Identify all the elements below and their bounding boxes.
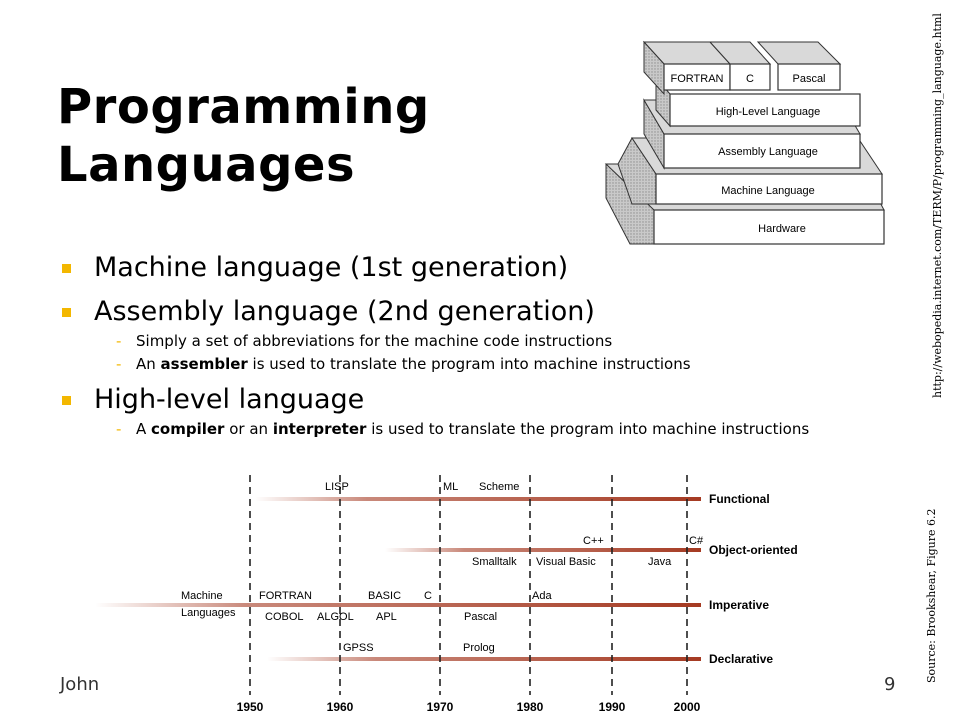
term-compiler: compiler: [151, 420, 225, 438]
block-fortran: [663, 63, 731, 91]
title-line-2: Languages: [57, 137, 356, 193]
block-c: [729, 63, 771, 91]
dash-marker: -: [116, 420, 122, 438]
bullet-machine-language: Machine language (1st generation): [60, 250, 900, 286]
layer-assembly-language: [663, 133, 861, 169]
lang-cobol: COBOL: [265, 611, 304, 623]
lang-pascal: Pascal: [464, 611, 497, 623]
lang-c: C: [424, 590, 432, 602]
language-layer-pyramid: Hardware Machine Language Assembly Langu…: [604, 40, 885, 245]
sub-bullet-compiler: -A compiler or an interpreter is used to…: [60, 418, 900, 441]
year-label-1990: 1990: [599, 700, 626, 714]
track-bar-object-oriented: [385, 548, 701, 552]
sub-bullet-compiler-part-c: or an: [224, 420, 273, 438]
layer-machine-language: [655, 173, 883, 205]
lang-ml: ML: [443, 481, 458, 493]
lang-ada: Ada: [532, 590, 552, 602]
sub-bullet-compiler-part-e: is used to translate the program into ma…: [366, 420, 810, 438]
lang-scheme: Scheme: [479, 481, 519, 493]
block-pascal: [777, 63, 841, 91]
layer-machine-language-label: Machine Language: [721, 185, 815, 197]
lang-lisp: LISP: [325, 481, 349, 493]
layer-hardware-label: Hardware: [758, 223, 806, 235]
term-interpreter: interpreter: [272, 420, 367, 438]
bullet-assembly-language: Assembly language (2nd generation): [60, 294, 900, 330]
track-bar-declarative: [267, 657, 701, 661]
block-pascal-label: Pascal: [792, 73, 825, 85]
sub-bullet-abbreviations: -Simply a set of abbreviations for the m…: [60, 330, 900, 353]
block-c-label: C: [746, 73, 754, 85]
lang-java: Java: [648, 556, 672, 568]
bullet-list: Machine language (1st generation) Assemb…: [60, 250, 900, 441]
sub-bullet-abbreviations-text: Simply a set of abbreviations for the ma…: [136, 332, 613, 350]
sub-bullet-assembler-part-c: is used to translate the program into ma…: [247, 355, 691, 373]
lang-languages: Languages: [181, 607, 236, 619]
track-bar-functional: [255, 497, 701, 501]
footer-author: John: [60, 674, 100, 695]
sub-bullet-compiler-part-a: A: [136, 420, 152, 438]
sub-bullet-assembler: -An assembler is used to translate the p…: [60, 353, 900, 376]
lang-algol: ALGOL: [317, 611, 354, 623]
year-label-1950: 1950: [237, 700, 264, 714]
year-label-1980: 1980: [517, 700, 544, 714]
lang-cpp: C++: [583, 535, 604, 547]
layer-assembly-language-label: Assembly Language: [718, 146, 818, 158]
term-assembler: assembler: [160, 355, 248, 373]
track-label-imperative: Imperative: [709, 598, 769, 612]
lang-basic: BASIC: [368, 590, 401, 602]
lang-smalltalk: Smalltalk: [472, 556, 517, 568]
source-url: http://webopedia.internet.com/TERM/P/pro…: [931, 13, 944, 398]
lang-csharp: C#: [689, 535, 704, 547]
layer-hardware: [653, 209, 885, 245]
layer-high-level-language: [669, 93, 861, 127]
year-label-1970: 1970: [427, 700, 454, 714]
track-bar-imperative: [95, 603, 701, 607]
dash-marker: -: [116, 355, 122, 373]
block-fortran-label: FORTRAN: [671, 73, 724, 85]
track-label-declarative: Declarative: [709, 652, 773, 666]
lang-visual-basic: Visual Basic: [536, 556, 596, 568]
lang-machine: Machine: [181, 590, 223, 602]
lang-prolog: Prolog: [463, 642, 495, 654]
lang-gpss: GPSS: [343, 642, 374, 654]
title-line-1: Programming: [57, 79, 430, 135]
year-label-2000: 2000: [674, 700, 701, 714]
lang-fortran: FORTRAN: [259, 590, 312, 602]
lang-apl: APL: [376, 611, 397, 623]
layer-high-level-language-label: High-Level Language: [716, 106, 821, 118]
source-book: Source: Brookshear, Figure 6.2: [925, 508, 938, 683]
sub-bullet-assembler-part-a: An: [136, 355, 161, 373]
dash-marker: -: [116, 332, 122, 350]
language-timeline: 1950 1960 1970 1980 1990 2000 Functional…: [95, 475, 798, 714]
slide-number: 9: [884, 674, 896, 695]
slide-title: Programming Languages: [57, 78, 430, 194]
track-label-functional: Functional: [709, 492, 770, 506]
year-label-1960: 1960: [327, 700, 354, 714]
bullet-high-level-language: High-level language: [60, 382, 900, 418]
track-label-object-oriented: Object-oriented: [709, 543, 798, 557]
